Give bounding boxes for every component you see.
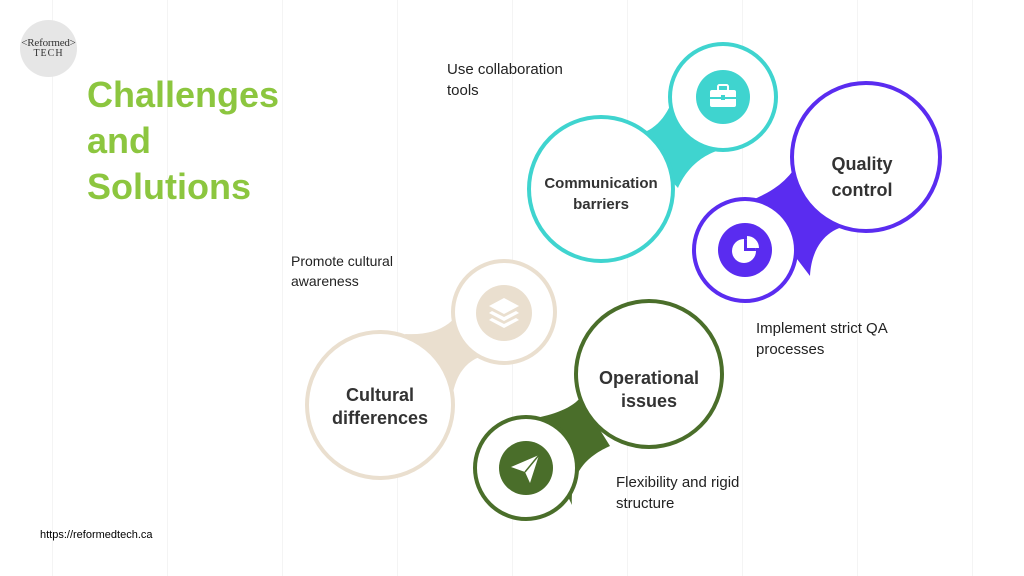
cultural-group <box>305 259 557 480</box>
grid-line <box>52 0 53 576</box>
title-line-3: Solutions <box>87 166 251 207</box>
solution-text-operational: Flexibility and rigid structure <box>616 474 740 512</box>
solution-text-cultural: Promote cultural awareness <box>291 253 393 289</box>
challenge-label-cultural: Cultural differences <box>331 385 429 428</box>
grid-line <box>857 0 858 576</box>
grid-line <box>627 0 628 576</box>
layers-icon <box>489 298 519 328</box>
grid-line <box>282 0 283 576</box>
grid-line <box>167 0 168 576</box>
challenge-label-communication: Communication barriers <box>544 175 658 213</box>
solution-text-quality: Implement strict QA processes <box>756 320 887 358</box>
reformed-tech-logo: <Reformed> TECH <box>20 20 77 77</box>
challenge-label-operational: Operational issues <box>598 368 700 411</box>
quality-group <box>692 81 942 303</box>
grid-line <box>397 0 398 576</box>
operational-group <box>473 299 724 521</box>
challenge-label-quality: Quality control <box>831 154 893 200</box>
logo-text-top: <Reformed> <box>21 37 76 49</box>
solution-text-communication: Use collaboration tools <box>447 61 563 99</box>
briefcase-icon <box>710 84 736 107</box>
logo-text-bottom: TECH <box>33 48 64 59</box>
title-line-2: and <box>87 120 152 161</box>
send-icon <box>511 454 540 483</box>
communication-group <box>527 42 778 263</box>
footer-url[interactable]: https://reformedtech.ca <box>40 529 153 541</box>
pie-chart-icon <box>732 236 759 263</box>
grid-line <box>972 0 973 576</box>
title-line-1: Challenges <box>87 74 280 115</box>
page-title: Challenges and Solutions <box>87 72 327 210</box>
